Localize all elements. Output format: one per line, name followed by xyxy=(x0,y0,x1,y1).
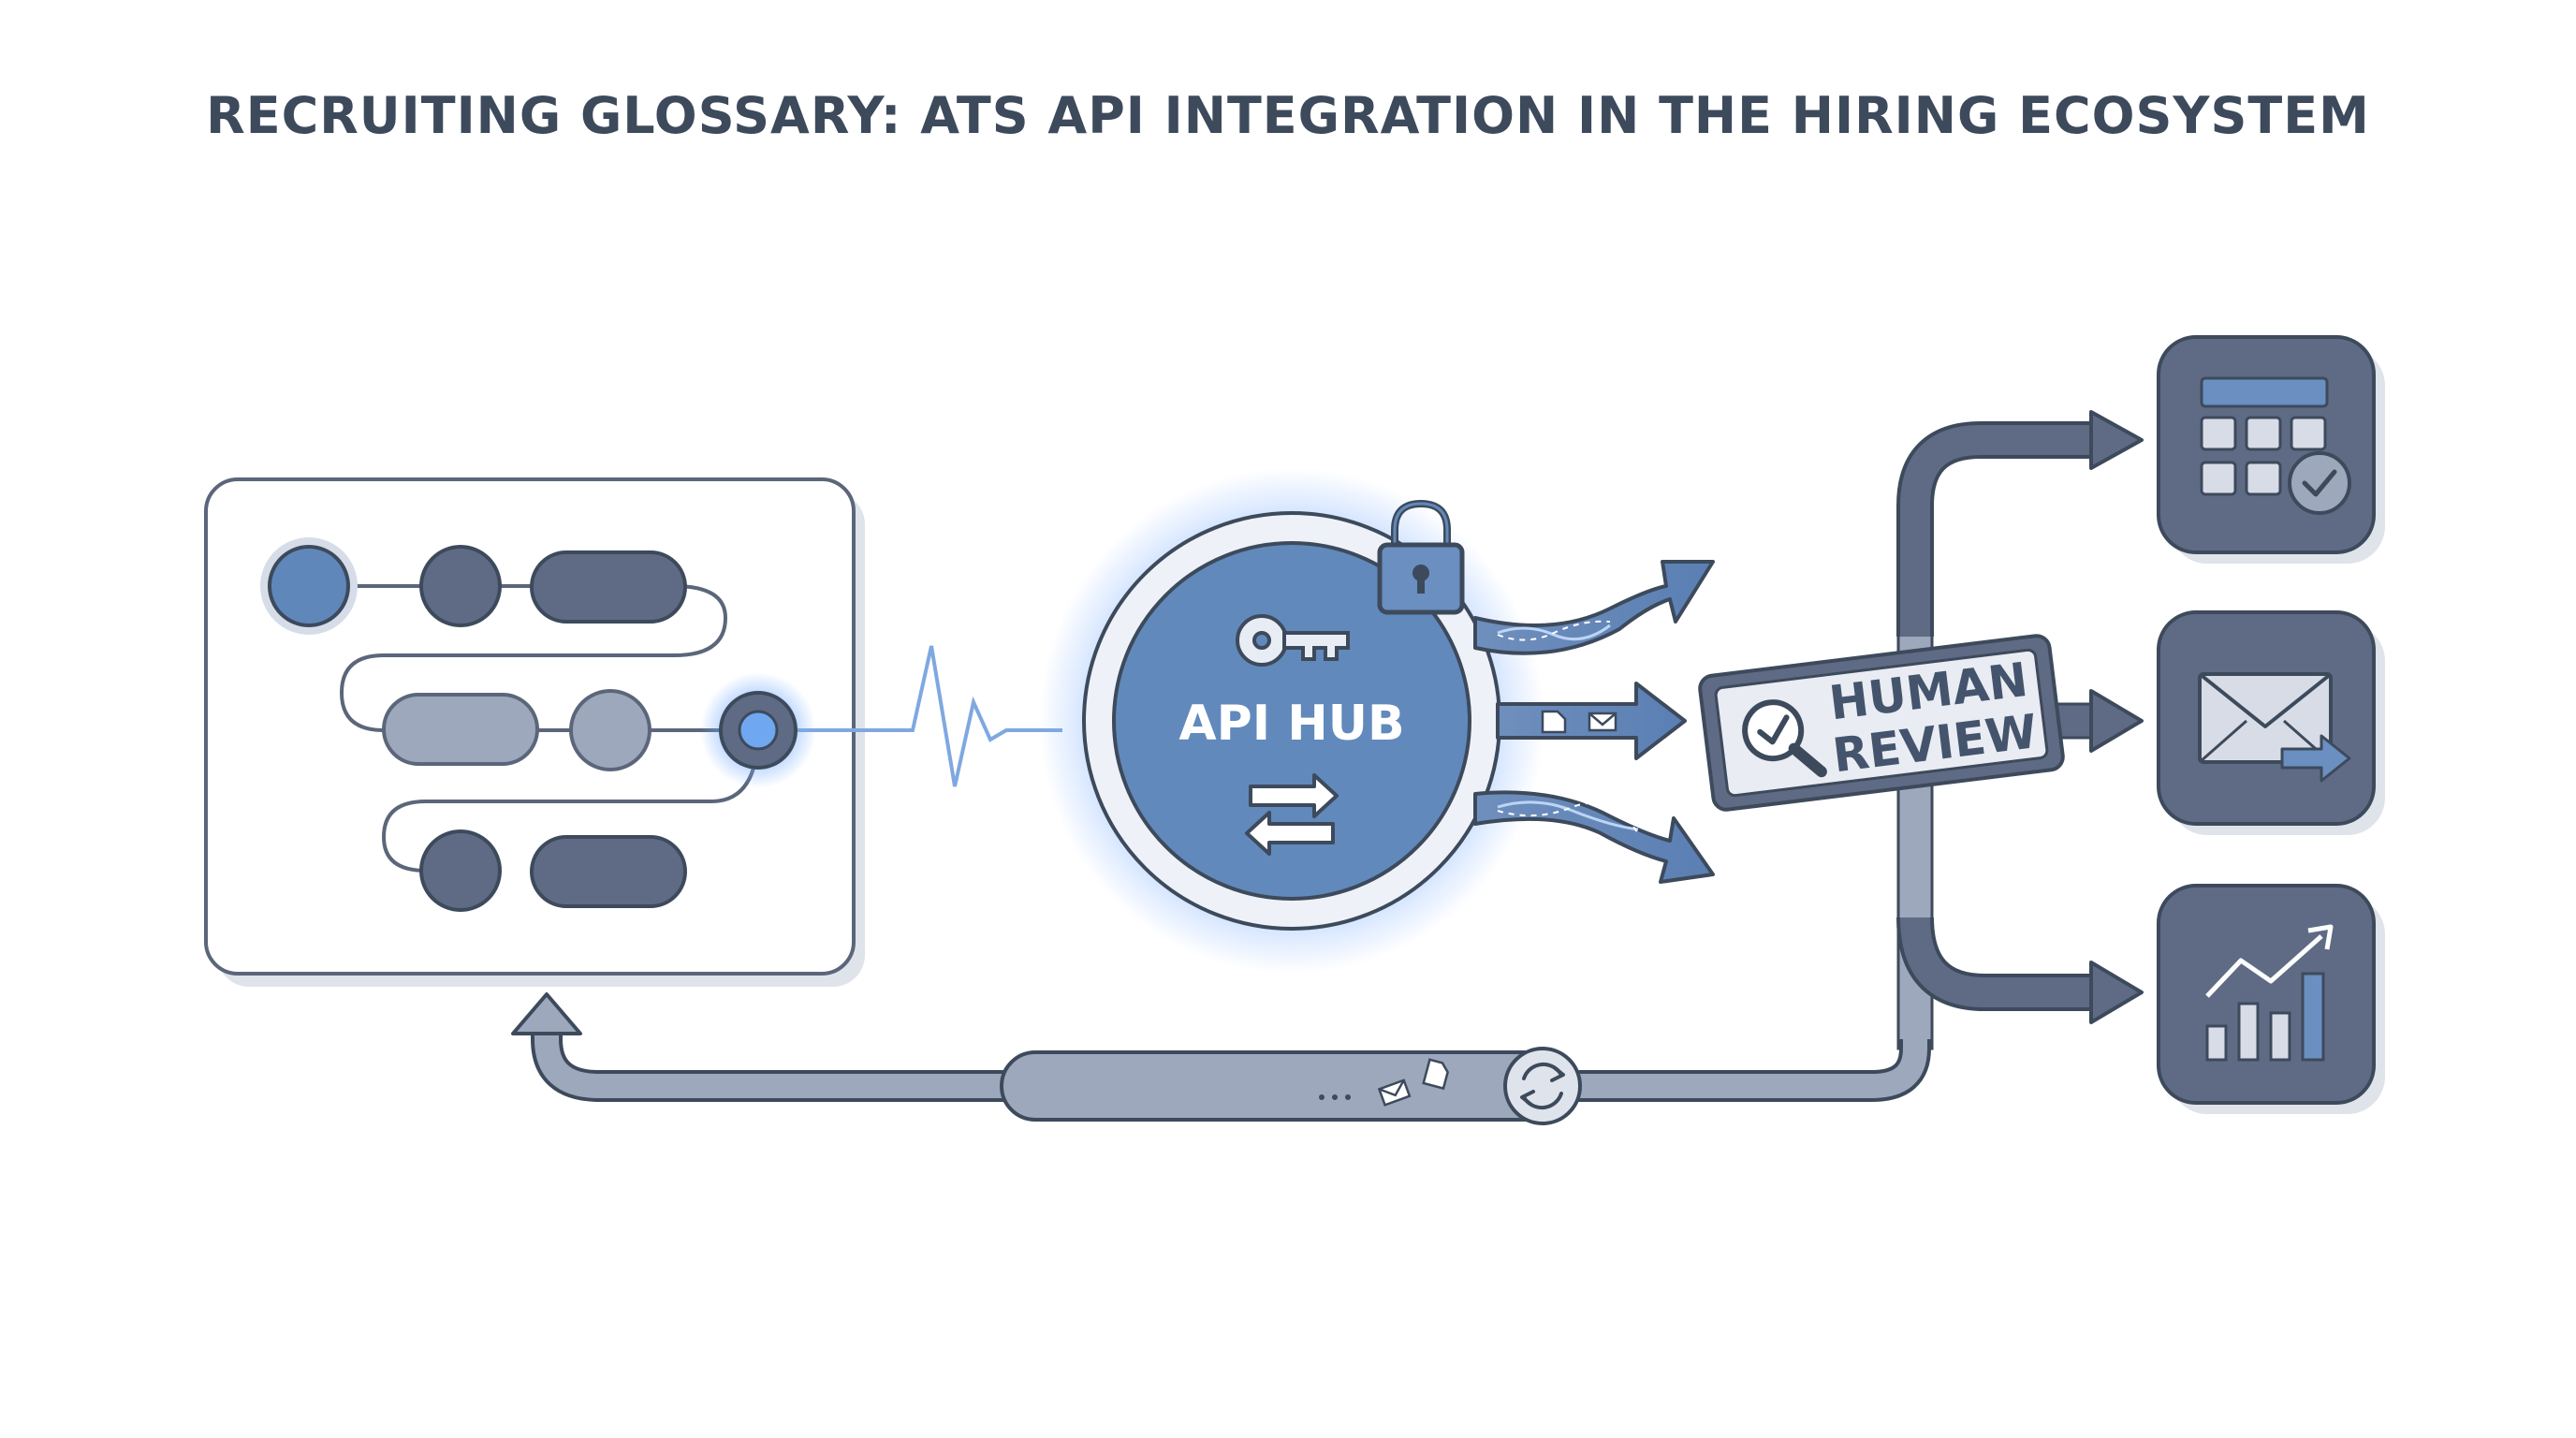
signal-pulse-line xyxy=(798,645,1062,787)
sync-conveyor xyxy=(1000,1050,1565,1122)
key-icon xyxy=(1236,614,1350,667)
email-send-icon xyxy=(2198,672,2351,783)
document-icon xyxy=(1541,710,1567,734)
api-hub: API HUB xyxy=(1039,468,1544,974)
scheduling-tile xyxy=(2157,335,2385,564)
data-stream-upper xyxy=(1473,560,1715,655)
magnifier-check-icon xyxy=(1742,699,1827,778)
swap-arrows-icon xyxy=(1245,773,1339,856)
human-review-sign: HUMAN REVIEW xyxy=(1698,634,2065,812)
lock-icon xyxy=(1377,499,1465,615)
hub-label: API HUB xyxy=(1178,696,1404,752)
pipeline-stage-pill xyxy=(530,835,687,908)
pipeline-connector xyxy=(309,584,761,873)
pipeline-stage-node xyxy=(419,545,502,627)
ats-pipeline-board xyxy=(204,477,865,987)
data-stream-lower xyxy=(1473,790,1715,884)
calendar-check-icon xyxy=(2200,376,2351,515)
analytics-tile xyxy=(2157,884,2385,1114)
feedback-arrow-head xyxy=(511,992,582,1035)
envelope-icon xyxy=(1377,1078,1412,1107)
data-stream-middle xyxy=(1496,682,1687,760)
document-icon xyxy=(1422,1058,1449,1091)
arrow-to-email xyxy=(2089,689,2144,753)
arrow-to-scheduling xyxy=(2089,410,2144,470)
feedback-loop xyxy=(511,992,1931,1125)
envelope-icon xyxy=(1588,712,1617,732)
pipeline-stage-pill xyxy=(382,693,539,766)
sync-icon xyxy=(1520,1062,1565,1110)
pipeline-stage-node xyxy=(419,829,502,912)
arrow-to-analytics xyxy=(2089,961,2144,1024)
pipeline-stage-pill xyxy=(530,550,687,624)
pipeline-stage-node xyxy=(569,689,651,771)
diagram-title: RECRUITING GLOSSARY: ATS API INTEGRATION… xyxy=(206,86,2370,145)
analytics-chart-icon xyxy=(2205,924,2334,1062)
pipeline-stage-node xyxy=(268,545,350,627)
email-tile xyxy=(2157,610,2385,835)
